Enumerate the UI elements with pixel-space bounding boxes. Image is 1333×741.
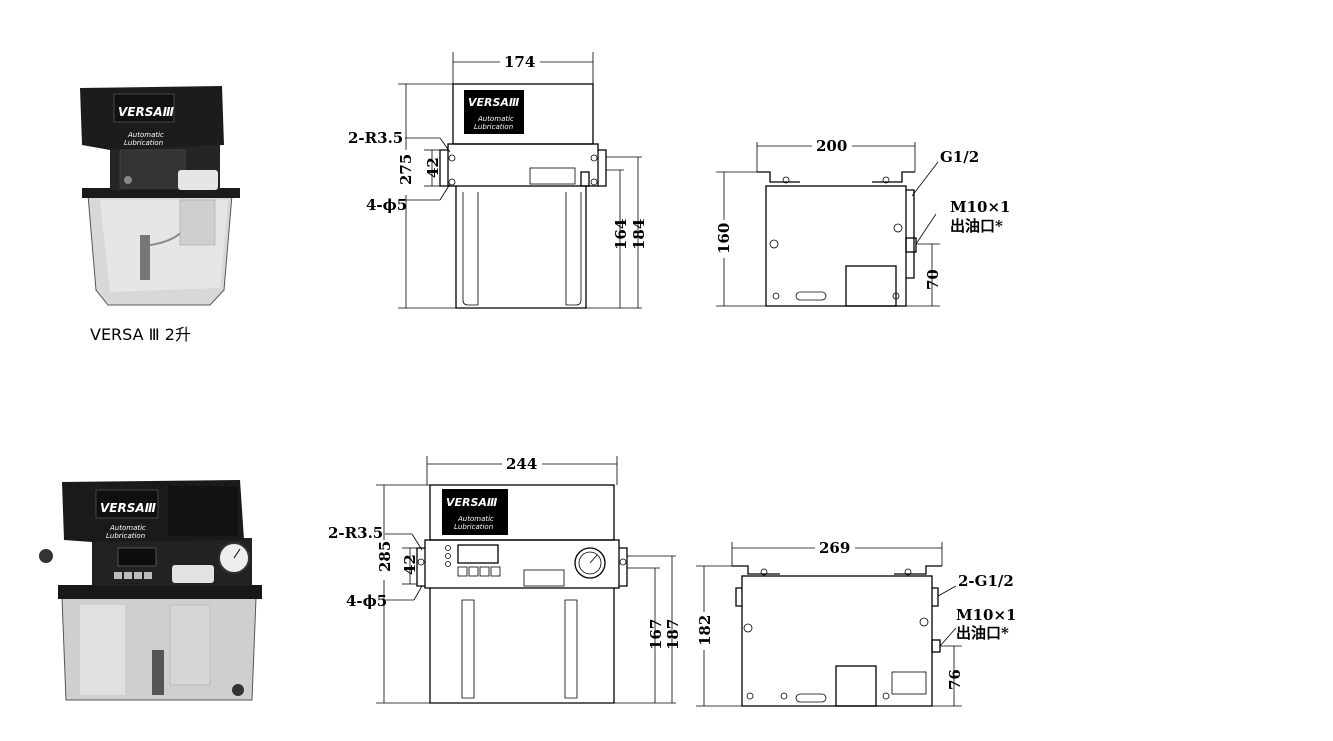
product1-caption: VERSA Ⅲ 2升	[90, 325, 191, 344]
product2-side-view: 269 182 2-G1/2 M10×1 出油口*	[696, 539, 1016, 707]
product1-front-sub1: Automatic	[477, 115, 514, 123]
product1-front-sub2: Lubrication	[474, 123, 513, 131]
product2-front-width: 244	[506, 455, 537, 473]
product2-side-offset: 76	[946, 669, 964, 690]
product1-front-width: 174	[504, 53, 535, 71]
product2-photo-sub2: Lubrication	[106, 532, 145, 540]
product2-front-hole-label: 4-ϕ5	[346, 592, 387, 610]
product1-front-view: 174 275 VERSAⅢ Automatic Lubrication 42	[348, 52, 648, 309]
product2-photo: VERSAⅢ Automatic Lubrication	[39, 480, 262, 701]
product2-side-port: 2-G1/2	[958, 572, 1014, 590]
product1-side-view: 200 160 G1/2 M10×1 出油口* 70	[715, 137, 1010, 307]
product1-photo-sub1: Automatic	[127, 131, 164, 139]
product1-side-width: 200	[816, 137, 847, 155]
product1-side-offset: 70	[924, 269, 942, 290]
product1-side-outlet-spec: M10×1	[950, 198, 1010, 216]
product2-front-height: 285	[376, 541, 394, 572]
product2-front-logo: VERSAⅢ	[446, 496, 498, 509]
product2-front-h1: 167	[647, 619, 665, 650]
product1-front-logo: VERSAⅢ	[468, 96, 520, 109]
product1-front-hole-label: 4-ϕ5	[366, 196, 407, 214]
product1-photo-logo: VERSAⅢ	[118, 105, 175, 119]
product1-side-outlet-label: 出油口*	[950, 217, 1003, 235]
product1-front-h2: 184	[630, 219, 648, 250]
product2-front-h2: 187	[664, 619, 682, 650]
product2-front-sub1: Automatic	[457, 515, 494, 523]
product2-side-outlet-label: 出油口*	[956, 624, 1009, 642]
product1-side-height: 160	[715, 223, 733, 254]
product2-side-outlet-spec: M10×1	[956, 606, 1016, 624]
product1-photo: VERSAⅢ Automatic Lubrication	[80, 86, 240, 306]
product1-side-port: G1/2	[940, 148, 979, 166]
product1-photo-sub2: Lubrication	[124, 139, 163, 147]
product2-side-height: 182	[696, 615, 714, 646]
product2-side-width: 269	[819, 539, 850, 557]
product2-photo-sub1: Automatic	[109, 524, 146, 532]
product1-front-hole-spacing: 42	[424, 157, 442, 178]
product1-front-height: 275	[397, 154, 415, 185]
product2-front-hole-spacing: 42	[401, 554, 419, 575]
product2-photo-logo: VERSAⅢ	[100, 501, 157, 515]
product1-front-h1: 164	[612, 219, 630, 250]
product2-front-view: 244 285 VERSAⅢ Automatic Lubrication	[328, 455, 682, 704]
product2-front-sub2: Lubrication	[454, 523, 493, 531]
product1-front-radius-label: 2-R3.5	[348, 129, 403, 147]
product2-front-radius-label: 2-R3.5	[328, 524, 383, 542]
